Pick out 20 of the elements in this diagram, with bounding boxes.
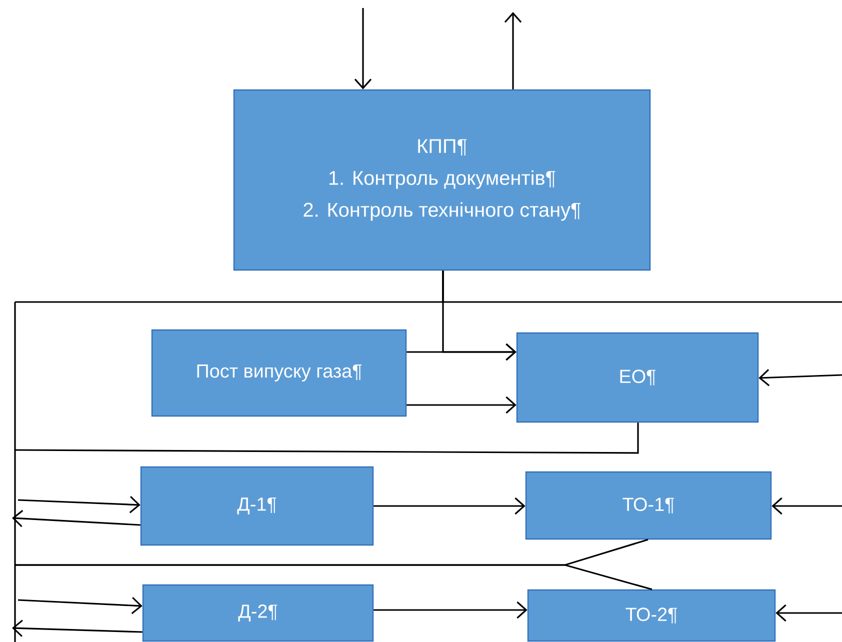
arrow [504, 12, 522, 90]
process-box: ЕО¶ [516, 332, 759, 423]
arrow [374, 497, 526, 515]
arrow [772, 497, 842, 515]
arrow [18, 496, 140, 514]
arrow [406, 396, 516, 414]
arrow [776, 604, 842, 622]
process-box: Д-1¶ [140, 466, 374, 546]
arrow [758, 369, 842, 386]
arrow [374, 601, 528, 619]
arrow [12, 620, 142, 637]
arrow [12, 510, 140, 528]
process-box: КПП¶ 1. Контроль документів¶ 2. Контроль технічного стану¶ [233, 89, 651, 271]
arrow [406, 343, 516, 361]
arrow [354, 8, 372, 90]
process-box: Пост випуску газа¶ [151, 329, 407, 417]
arrow [18, 596, 142, 614]
process-box: ТО-1¶ [525, 471, 772, 540]
process-box: Д-2¶ [142, 584, 374, 642]
process-box: ТО-2¶ [527, 589, 776, 642]
